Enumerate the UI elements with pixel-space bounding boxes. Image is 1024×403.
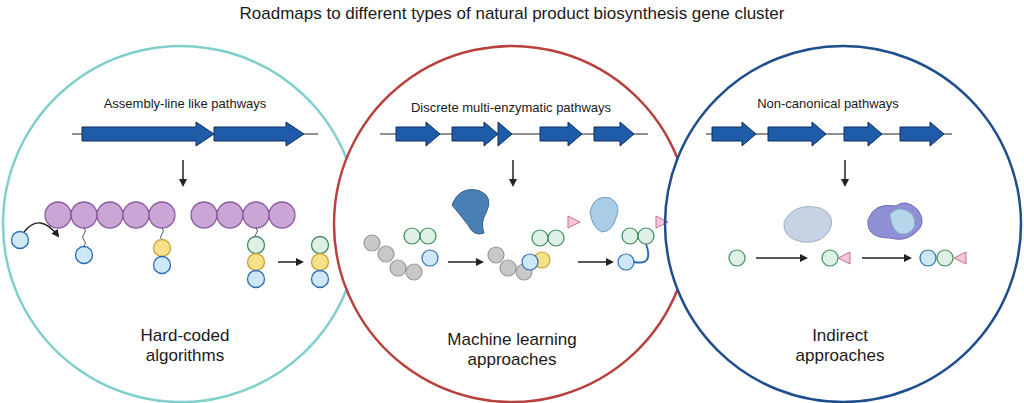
region-circle: Non-canonical pathwaysIndirect approache… [663,44,1023,403]
region-circle: Discrete multi-enzymatic pathwaysMachine… [332,44,692,403]
circle-border [3,46,346,402]
approach-label: Hard-coded algorithms [125,326,245,367]
circle-outline [332,44,692,403]
pathway-label: Non-canonical pathways [728,96,928,112]
title: Roadmaps to different types of natural p… [0,4,1024,24]
approach-label: Machine learning approaches [437,330,587,371]
circle-border [665,46,1021,402]
pathway-label: Discrete multi-enzymatic pathways [391,100,631,116]
approach-label: Indirect approaches [785,326,895,367]
region-circle: Assembly-line like pathwaysHard-coded al… [1,44,361,403]
pathway-label: Assembly-line like pathways [65,96,305,112]
circle-border [334,46,677,402]
